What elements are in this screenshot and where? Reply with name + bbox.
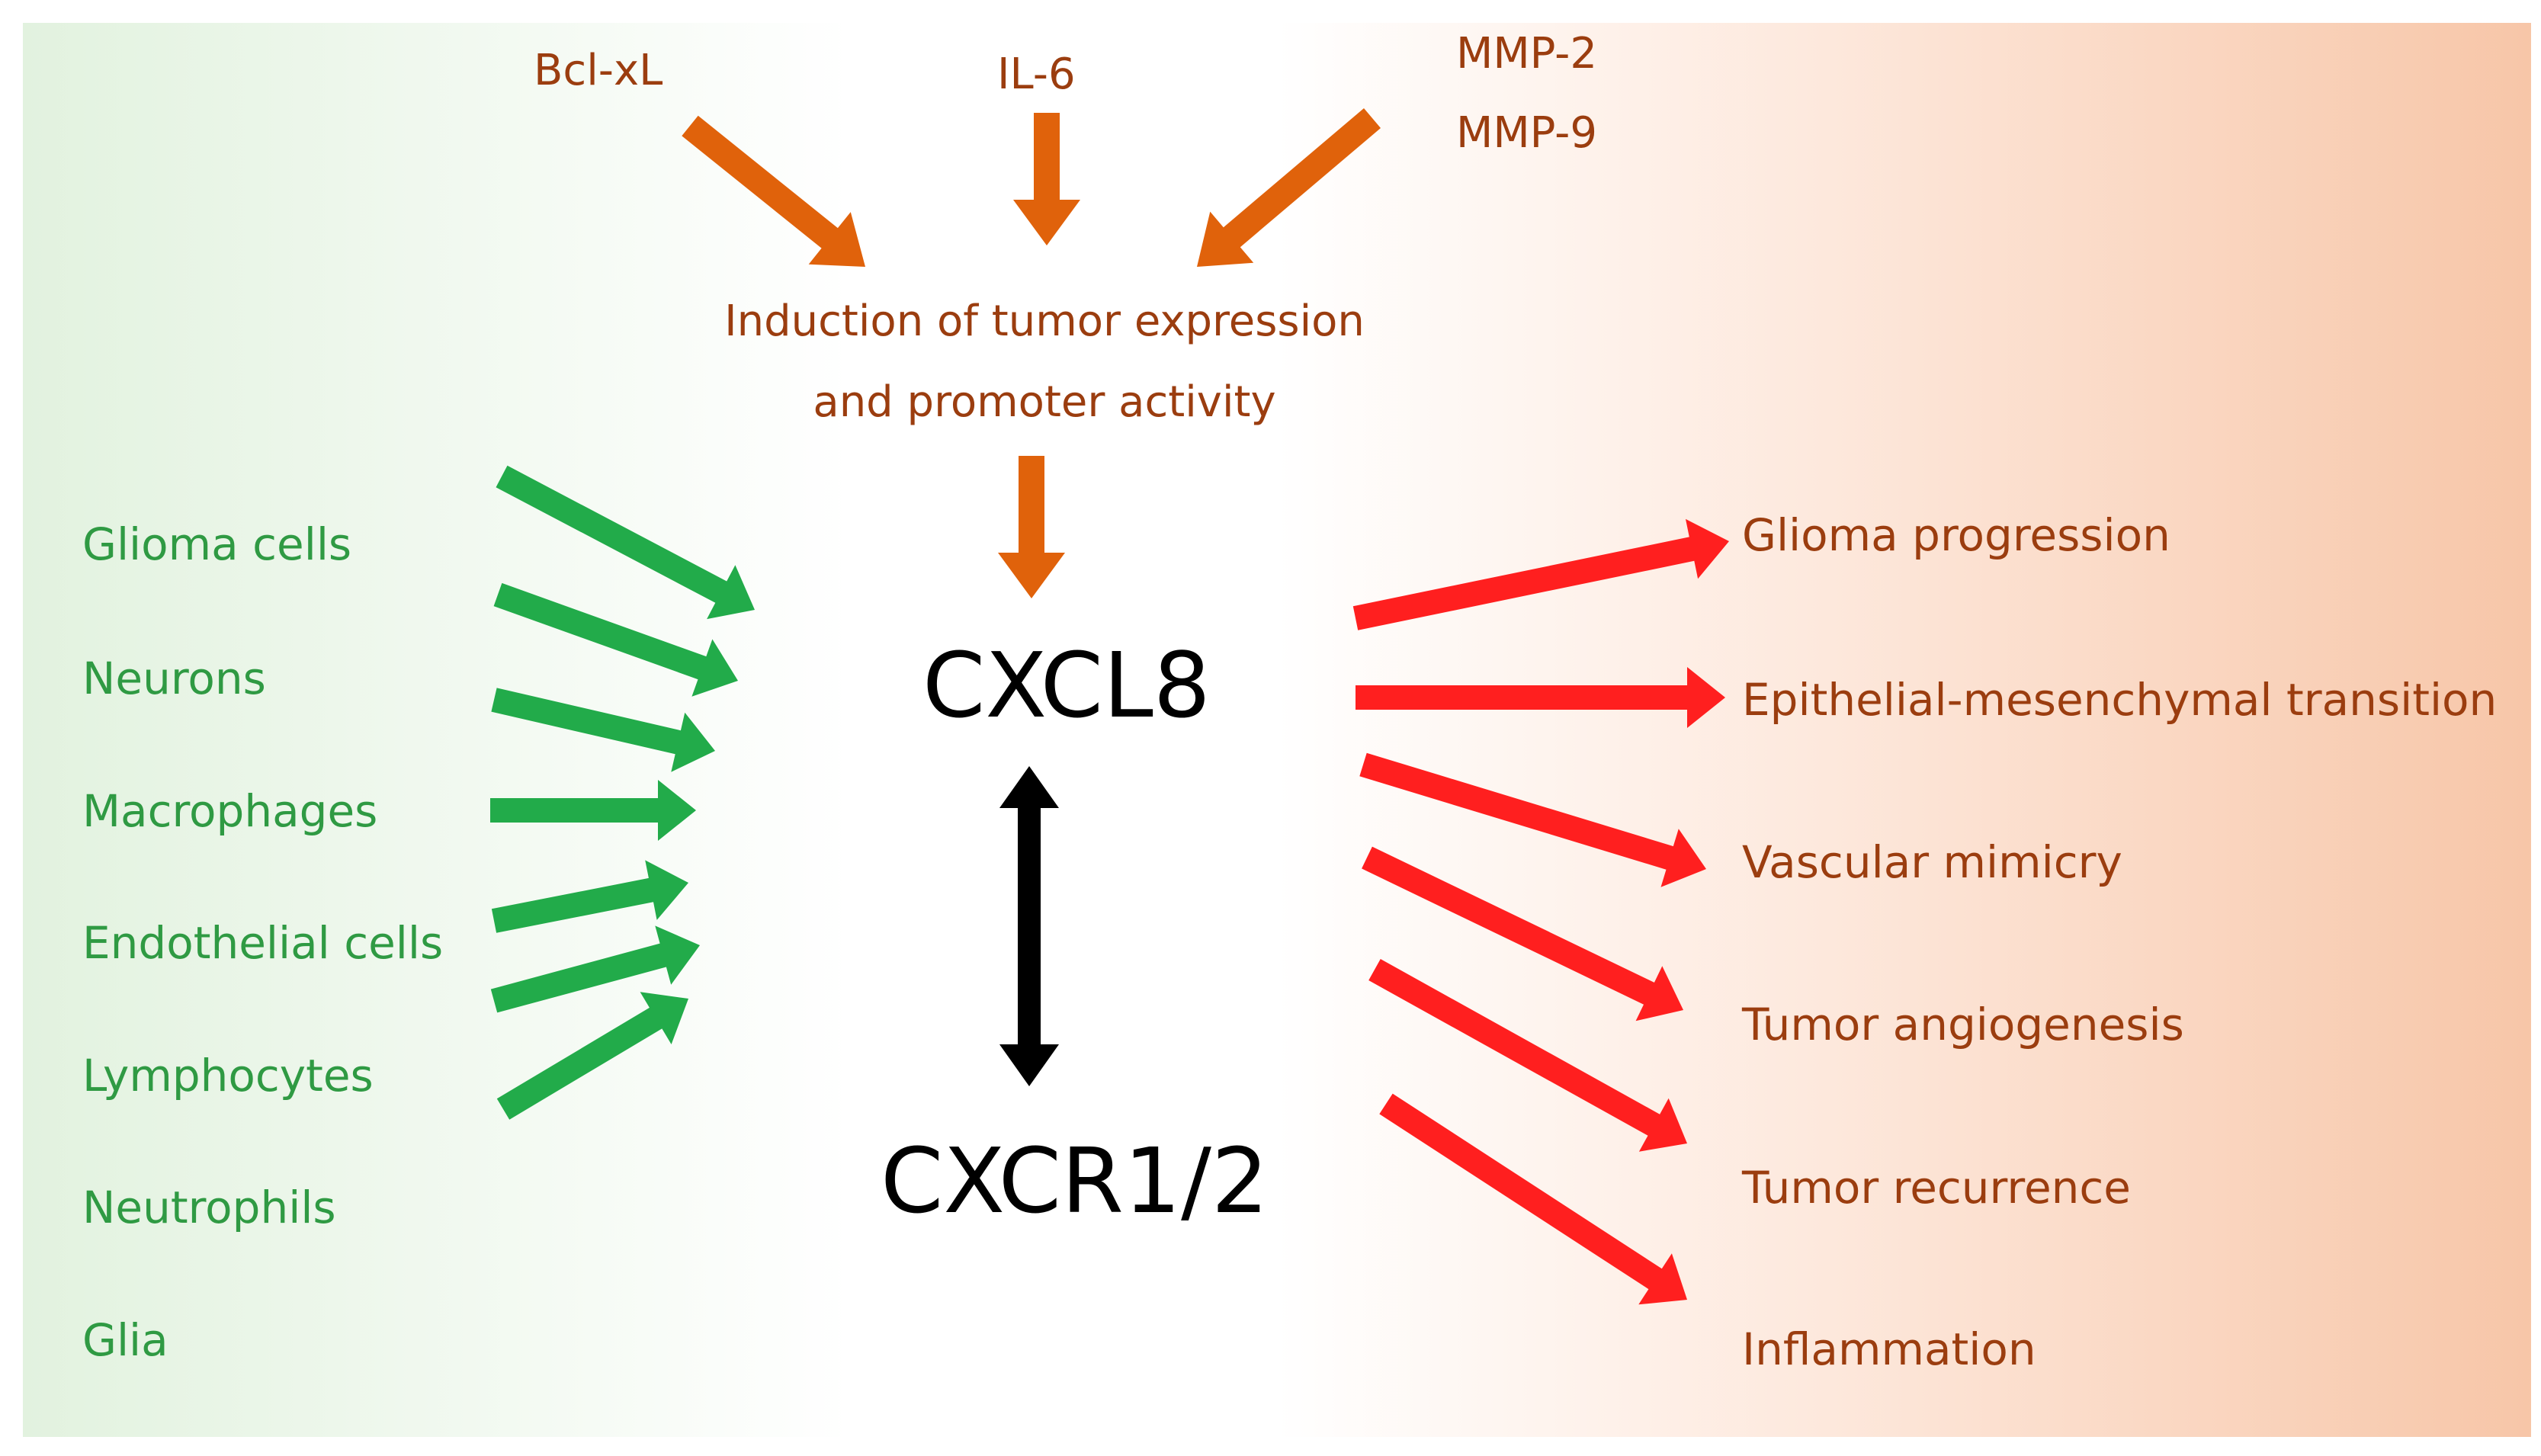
cell-label-lymphocytes: Lymphocytes [82, 1050, 374, 1102]
arrow-cell-source-5 [491, 860, 688, 933]
arrow-effect-6 [1379, 1093, 1687, 1305]
cell-label-neutrophils: Neutrophils [82, 1182, 336, 1233]
arrow-effect-4 [1362, 846, 1683, 1021]
source-label-mmp-9: MMP-9 [1456, 108, 1598, 158]
arrow-il-6-to-induction [1013, 113, 1080, 245]
receptor-label: CXCR1/2 [881, 1128, 1269, 1233]
arrow-cell-source-4 [490, 780, 696, 841]
arrow-mmp-to-induction [1197, 108, 1381, 267]
diagram-background [23, 23, 2531, 1437]
cell-label-neurons: Neurons [82, 653, 266, 704]
induction-text-line-1: Induction of tumor expression [724, 297, 1365, 346]
arrow-induction-to-cxcl8 [998, 456, 1065, 598]
cell-label-endothelial-cells: Endothelial cells [82, 917, 444, 969]
effect-label-vascular-mimicry: Vascular mimicry [1742, 836, 2122, 888]
arrow-cell-source-1 [496, 465, 755, 620]
cell-label-glia: Glia [82, 1314, 168, 1366]
arrow-cell-source-3 [491, 688, 715, 772]
cell-label-macrophages: Macrophages [82, 785, 378, 837]
effect-label-tumor-angiogenesis: Tumor angiogenesis [1742, 999, 2184, 1050]
ligand-label: CXCL8 [922, 633, 1211, 738]
effect-label-emt: Epithelial-mesenchymal transition [1742, 674, 2498, 726]
arrow-bcl-xl-to-induction [682, 115, 865, 267]
arrow-cell-source-7 [496, 992, 688, 1120]
source-label-bcl-xl: Bcl-xL [534, 46, 663, 95]
effect-label-inflammation: Inflammation [1742, 1323, 2036, 1375]
arrow-effect-5 [1368, 959, 1687, 1152]
arrow-cell-source-6 [490, 925, 700, 1013]
arrow-effect-2 [1356, 667, 1725, 728]
source-label-mmp-2: MMP-2 [1456, 29, 1598, 79]
arrow-effect-3 [1359, 752, 1706, 887]
source-label-il-6: IL-6 [997, 50, 1076, 99]
cell-label-glioma-cells: Glioma cells [82, 518, 352, 570]
effect-label-glioma-progression: Glioma progression [1742, 509, 2170, 561]
arrow-cell-source-2 [493, 582, 738, 697]
arrow-cxcl8-cxcr [999, 766, 1059, 1086]
effect-label-tumor-recurrence: Tumor recurrence [1742, 1162, 2131, 1214]
arrow-effect-1 [1352, 518, 1729, 630]
induction-text-line-2: and promoter activity [813, 377, 1276, 427]
